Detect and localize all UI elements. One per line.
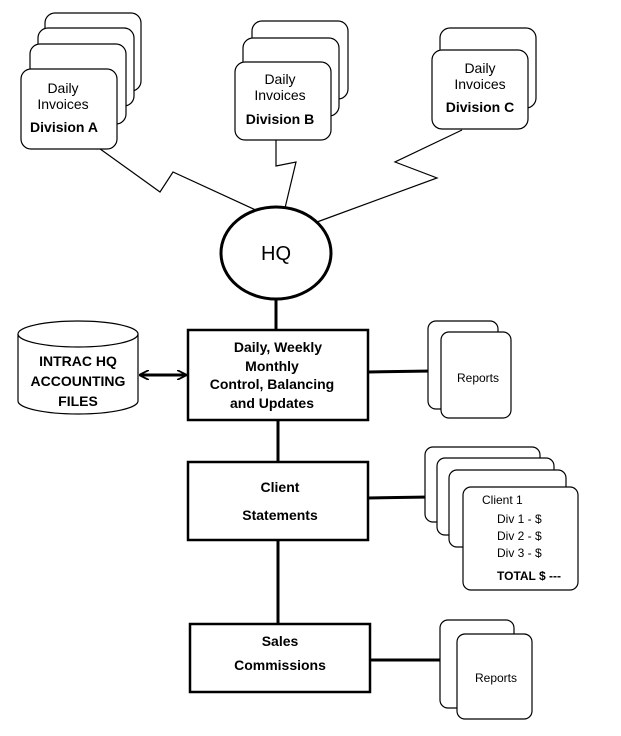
process-box <box>188 622 372 694</box>
commissions-process-box: Sales Commissions <box>188 622 372 694</box>
database-label-line2: ACCOUNTING <box>31 373 126 389</box>
process-label-line1: Daily, Weekly <box>234 339 322 355</box>
invoice-page <box>431 49 529 130</box>
link-division-a-to-hq <box>95 145 261 213</box>
database-label-line1: INTRAC HQ <box>39 353 117 369</box>
statement-total: TOTAL $ --- <box>497 569 561 583</box>
report-page <box>456 633 533 720</box>
link-division-b-to-hq <box>275 140 297 209</box>
invoice-page <box>20 68 118 150</box>
reports-label: Reports <box>457 371 499 385</box>
process-label-line4: and Updates <box>230 395 314 411</box>
control-process-box: Daily, Weekly Monthly Control, Balancing… <box>186 328 370 422</box>
report-page <box>440 331 512 419</box>
hq-node: HQ <box>219 205 333 301</box>
invoice-page <box>234 61 332 141</box>
link-control-to-reports <box>367 369 433 374</box>
statement-div3: Div 3 - $ <box>497 546 542 560</box>
invoice-label-line2: Invoices <box>37 96 88 112</box>
invoice-label-line1: Daily <box>264 71 295 87</box>
link-statements-to-client-statement <box>367 495 431 500</box>
database-top <box>17 320 139 348</box>
reports-label: Reports <box>475 671 517 685</box>
reports-stack-bottom: Reports <box>439 619 533 720</box>
database-body <box>17 334 139 415</box>
invoice-label-line1: Daily <box>464 60 495 76</box>
flow-lines <box>140 298 440 662</box>
link-division-c-to-hq <box>316 129 463 223</box>
process-label-line2: Commissions <box>234 657 326 673</box>
hq-label: HQ <box>261 243 291 265</box>
invoice-stack-division-a: Daily Invoices Division A <box>20 12 142 150</box>
database-label-line3: FILES <box>58 393 98 409</box>
process-label-line2: Statements <box>242 507 318 523</box>
statement-div1: Div 1 - $ <box>497 512 542 526</box>
connectors <box>95 129 463 223</box>
invoice-label-line2: Invoices <box>454 76 505 92</box>
accounting-files-database: INTRAC HQ ACCOUNTING FILES <box>17 320 139 415</box>
statement-title: Client 1 <box>482 493 523 507</box>
division-label: Division A <box>30 119 98 135</box>
invoice-stack-division-b: Daily Invoices Division B <box>234 20 349 141</box>
process-box <box>186 460 370 542</box>
hq-circle <box>219 205 333 301</box>
client-statement-stack: Client 1 Div 1 - $ Div 2 - $ Div 3 - $ T… <box>424 446 579 591</box>
statement-page <box>462 486 579 591</box>
process-label-line2: Monthly <box>245 358 299 374</box>
division-label: Division C <box>446 99 514 115</box>
process-label-line1: Client <box>261 479 300 495</box>
invoice-label-line1: Daily <box>47 80 78 96</box>
process-label-line3: Control, Balancing <box>210 376 334 392</box>
process-box <box>186 328 370 422</box>
statement-div2: Div 2 - $ <box>497 529 542 543</box>
statements-process-box: Client Statements <box>186 460 370 542</box>
invoice-stack-division-c: Daily Invoices Division C <box>431 27 537 130</box>
invoice-label-line2: Invoices <box>254 87 305 103</box>
reports-stack-top: Reports <box>427 320 512 419</box>
process-label-line1: Sales <box>262 633 299 649</box>
division-label: Division B <box>246 111 314 127</box>
